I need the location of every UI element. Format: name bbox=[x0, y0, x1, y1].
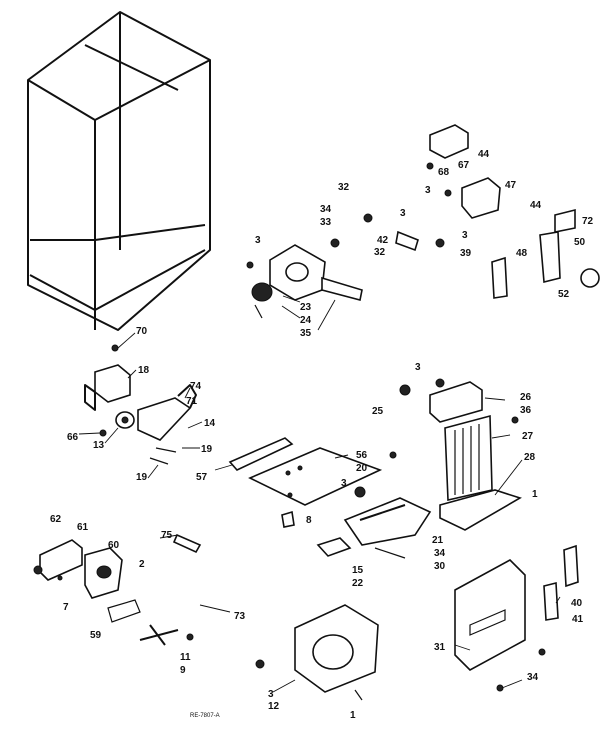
callout-42: 42 bbox=[377, 235, 389, 246]
callout-18: 18 bbox=[138, 365, 150, 376]
fan-shroud bbox=[255, 604, 379, 701]
callout-8: 8 bbox=[306, 515, 312, 526]
callout-34-b: 34 bbox=[434, 548, 446, 559]
callout-14: 14 bbox=[204, 418, 216, 429]
drain-trough bbox=[316, 451, 432, 559]
callout-52: 52 bbox=[558, 289, 570, 300]
callout-34-a: 34 bbox=[320, 204, 332, 215]
callout-23: 23 bbox=[300, 302, 312, 313]
switch-bracket bbox=[33, 533, 202, 646]
callout-24: 24 bbox=[300, 315, 312, 326]
callout-36: 36 bbox=[520, 405, 532, 416]
callout-3-b: 3 bbox=[400, 208, 406, 219]
callout-68: 68 bbox=[438, 167, 450, 178]
rear-panel bbox=[454, 544, 579, 692]
cabinet-liner bbox=[27, 11, 211, 331]
callout-13: 13 bbox=[93, 440, 105, 451]
callout-71: 71 bbox=[186, 396, 198, 407]
drawing-code: RE-7807-A bbox=[190, 713, 220, 719]
callout-56: 56 bbox=[356, 450, 368, 461]
callout-19-b: 19 bbox=[136, 472, 148, 483]
callout-61: 61 bbox=[77, 522, 89, 533]
callout-7: 7 bbox=[63, 602, 69, 613]
callout-33: 33 bbox=[320, 217, 332, 228]
damper-control-assembly bbox=[84, 344, 197, 465]
callout-44-a: 44 bbox=[478, 149, 490, 160]
callout-15: 15 bbox=[352, 565, 364, 576]
leader-lines bbox=[78, 295, 561, 693]
callout-27: 27 bbox=[522, 431, 534, 442]
callout-62: 62 bbox=[50, 514, 62, 525]
callout-25: 25 bbox=[372, 406, 384, 417]
callout-44-b: 44 bbox=[530, 200, 542, 211]
callout-34-c: 34 bbox=[527, 672, 539, 683]
callout-48: 48 bbox=[516, 248, 528, 259]
callout-32-a: 32 bbox=[338, 182, 350, 193]
callout-1-b: 1 bbox=[350, 710, 356, 721]
callout-26: 26 bbox=[520, 392, 532, 403]
callout-11: 11 bbox=[180, 652, 191, 663]
callout-73: 73 bbox=[234, 611, 246, 622]
callout-19-a: 19 bbox=[201, 444, 213, 455]
callout-9: 9 bbox=[180, 665, 186, 676]
callout-3-d: 3 bbox=[425, 185, 431, 196]
callout-20: 20 bbox=[356, 463, 368, 474]
fan-motor-assembly bbox=[246, 213, 445, 319]
callout-3-f: 3 bbox=[341, 478, 347, 489]
callout-labels: 70 18 74 71 14 66 13 19 19 32 34 33 3 3 … bbox=[50, 149, 594, 721]
callout-47: 47 bbox=[505, 180, 517, 191]
callout-72: 72 bbox=[582, 216, 594, 227]
callout-30: 30 bbox=[434, 561, 446, 572]
callout-3-e: 3 bbox=[415, 362, 421, 373]
callout-31: 31 bbox=[434, 642, 446, 653]
callout-57: 57 bbox=[196, 472, 208, 483]
callout-3-c: 3 bbox=[462, 230, 468, 241]
callout-59: 59 bbox=[90, 630, 102, 641]
callout-3-g: 3 bbox=[268, 689, 274, 700]
callout-41: 41 bbox=[572, 614, 584, 625]
callout-32-b: 32 bbox=[374, 247, 386, 258]
callout-12: 12 bbox=[268, 701, 280, 712]
callout-67: 67 bbox=[458, 160, 470, 171]
callout-70: 70 bbox=[136, 326, 148, 337]
callout-22: 22 bbox=[352, 578, 364, 589]
callout-3-a: 3 bbox=[255, 235, 261, 246]
callout-50: 50 bbox=[574, 237, 586, 248]
callout-39: 39 bbox=[460, 248, 472, 259]
callout-1-a: 1 bbox=[532, 489, 538, 500]
callout-40: 40 bbox=[571, 598, 583, 609]
evaporator-assembly bbox=[399, 378, 522, 531]
callout-2: 2 bbox=[139, 559, 145, 570]
callout-28: 28 bbox=[524, 452, 536, 463]
callout-60: 60 bbox=[108, 540, 120, 551]
switch-parts bbox=[426, 124, 600, 299]
heater-plate bbox=[228, 437, 383, 528]
callout-35: 35 bbox=[300, 328, 312, 339]
callout-75: 75 bbox=[161, 530, 173, 541]
callout-21: 21 bbox=[432, 535, 444, 546]
callout-66: 66 bbox=[67, 432, 79, 443]
callout-74: 74 bbox=[190, 381, 202, 392]
